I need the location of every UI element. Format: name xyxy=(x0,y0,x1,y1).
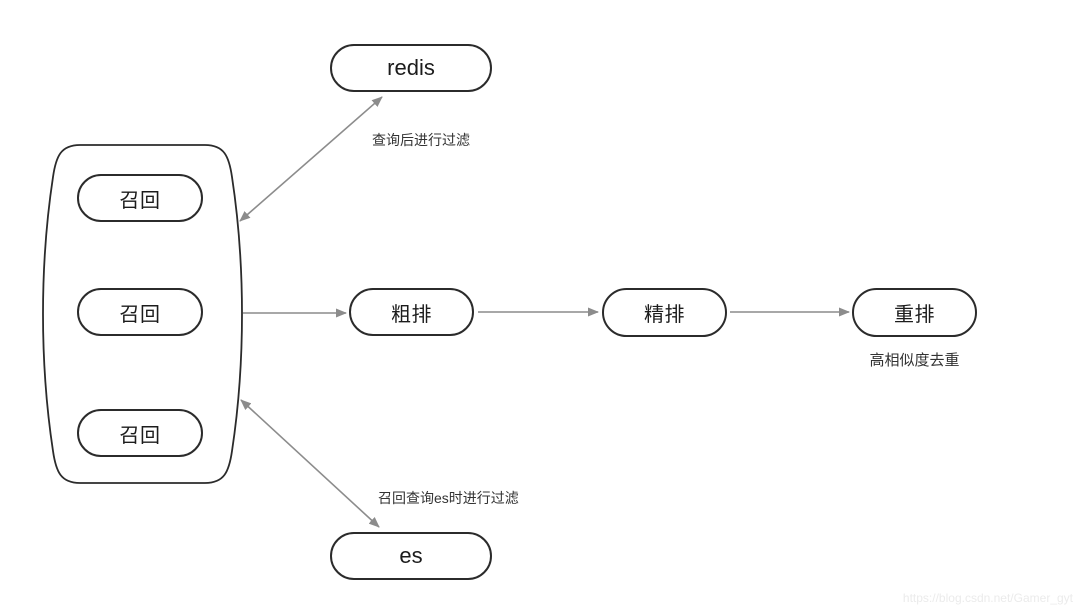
annotation-dedup-note: 高相似度去重 xyxy=(869,352,960,369)
node-re-rank-label: 重排 xyxy=(894,304,935,326)
watermark-text: https://blog.csdn.net/Gamer_gyt xyxy=(902,591,1073,605)
node-recall-1: 召回 xyxy=(77,174,203,222)
node-recall-2: 召回 xyxy=(77,288,203,336)
edge-recall-es xyxy=(240,399,380,528)
edge-recall-redis xyxy=(239,96,383,222)
node-recall-3-label: 召回 xyxy=(119,424,161,447)
node-recall-2-label: 召回 xyxy=(119,303,161,326)
node-re-rank: 重排 xyxy=(852,288,977,337)
node-redis: redis xyxy=(330,44,492,92)
node-fine-rank: 精排 xyxy=(602,288,727,337)
node-redis-label: redis xyxy=(387,55,435,80)
node-coarse-rank: 粗排 xyxy=(349,288,474,336)
node-es: es xyxy=(330,532,492,580)
node-recall-1-label: 召回 xyxy=(119,189,161,212)
node-fine-rank-label: 精排 xyxy=(644,304,685,326)
annotation-es-filter: 召回查询es时进行过滤 xyxy=(378,490,519,506)
annotation-redis-filter: 查询后进行过滤 xyxy=(372,132,470,148)
node-recall-3: 召回 xyxy=(77,409,203,457)
node-es-label: es xyxy=(399,543,423,568)
node-coarse-rank-label: 粗排 xyxy=(391,303,432,326)
